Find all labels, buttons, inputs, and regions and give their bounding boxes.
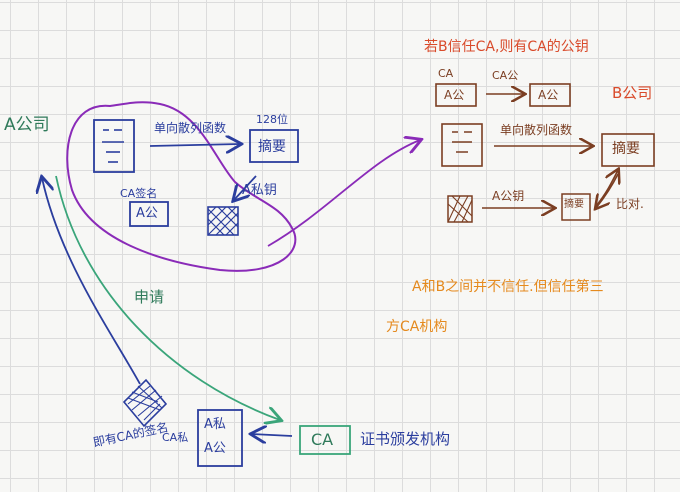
group-loop (66, 101, 297, 272)
compare-label: 比对. (616, 197, 644, 211)
right-a-pub-key-label: A公钥 (492, 189, 525, 203)
cert-a-private-label: A私 (204, 417, 226, 432)
trust-note-line2: 方CA机构 (386, 319, 448, 335)
company-b-label: B公司 (612, 84, 653, 102)
digest-label: 摘要 (258, 139, 286, 155)
certificate-signature-icon (122, 378, 168, 428)
ca-box (299, 425, 351, 455)
right-digest-box (601, 133, 655, 167)
bits-label: 128位 (256, 113, 288, 126)
right-hash-function-label: 单向散列函数 (500, 123, 573, 137)
hash-function-label: 单向散列函数 (154, 121, 227, 135)
right-a-pub-1: A公 (444, 88, 465, 102)
certificate-box (197, 409, 243, 467)
apply-arrow (55, 175, 280, 420)
hash-arrow (149, 144, 240, 146)
right-ca-pub-label: CA公 (492, 69, 519, 82)
ca-box-label: CA (311, 430, 334, 449)
ca-private-label: CA私 (162, 431, 189, 444)
signature-hatch-icon (207, 206, 239, 236)
a-pub-label: A公 (136, 206, 158, 221)
a-private-key-label: A私钥 (242, 183, 277, 198)
company-a-label: A公司 (4, 115, 50, 135)
right-small-digest-label: 摘要 (564, 199, 584, 210)
right-ca-a-pub-box-2 (529, 83, 571, 107)
ca-signature-box (129, 201, 169, 227)
document-icon (93, 119, 135, 173)
trust-note-line1: A和B之间并不信任.但信任第三 (412, 279, 604, 295)
right-ca-a-pub-box-1 (435, 83, 477, 107)
compare-arrow (595, 170, 618, 207)
right-small-digest-box (561, 193, 591, 221)
right-document-icon (441, 123, 483, 167)
private-key-arrow (234, 175, 257, 200)
right-title: 若B信任CA,则有CA的公钥 (424, 39, 589, 55)
right-a-pub-2: A公 (538, 88, 559, 102)
right-ca-label: CA (438, 67, 454, 80)
right-digest-label: 摘要 (612, 141, 640, 157)
transfer-arrow (267, 140, 420, 247)
cert-a-public-label: A公 (204, 441, 226, 456)
right-signature-hatch-icon (447, 195, 473, 223)
issue-arrow (252, 434, 293, 436)
ca-signature-label: CA签名 (120, 187, 158, 200)
ca-authority-label: 证书颁发机构 (360, 430, 451, 448)
compare-arrow-2 (596, 173, 619, 208)
digest-box (249, 129, 299, 163)
return-arrow (42, 178, 141, 385)
apply-label: 申请 (134, 288, 165, 306)
